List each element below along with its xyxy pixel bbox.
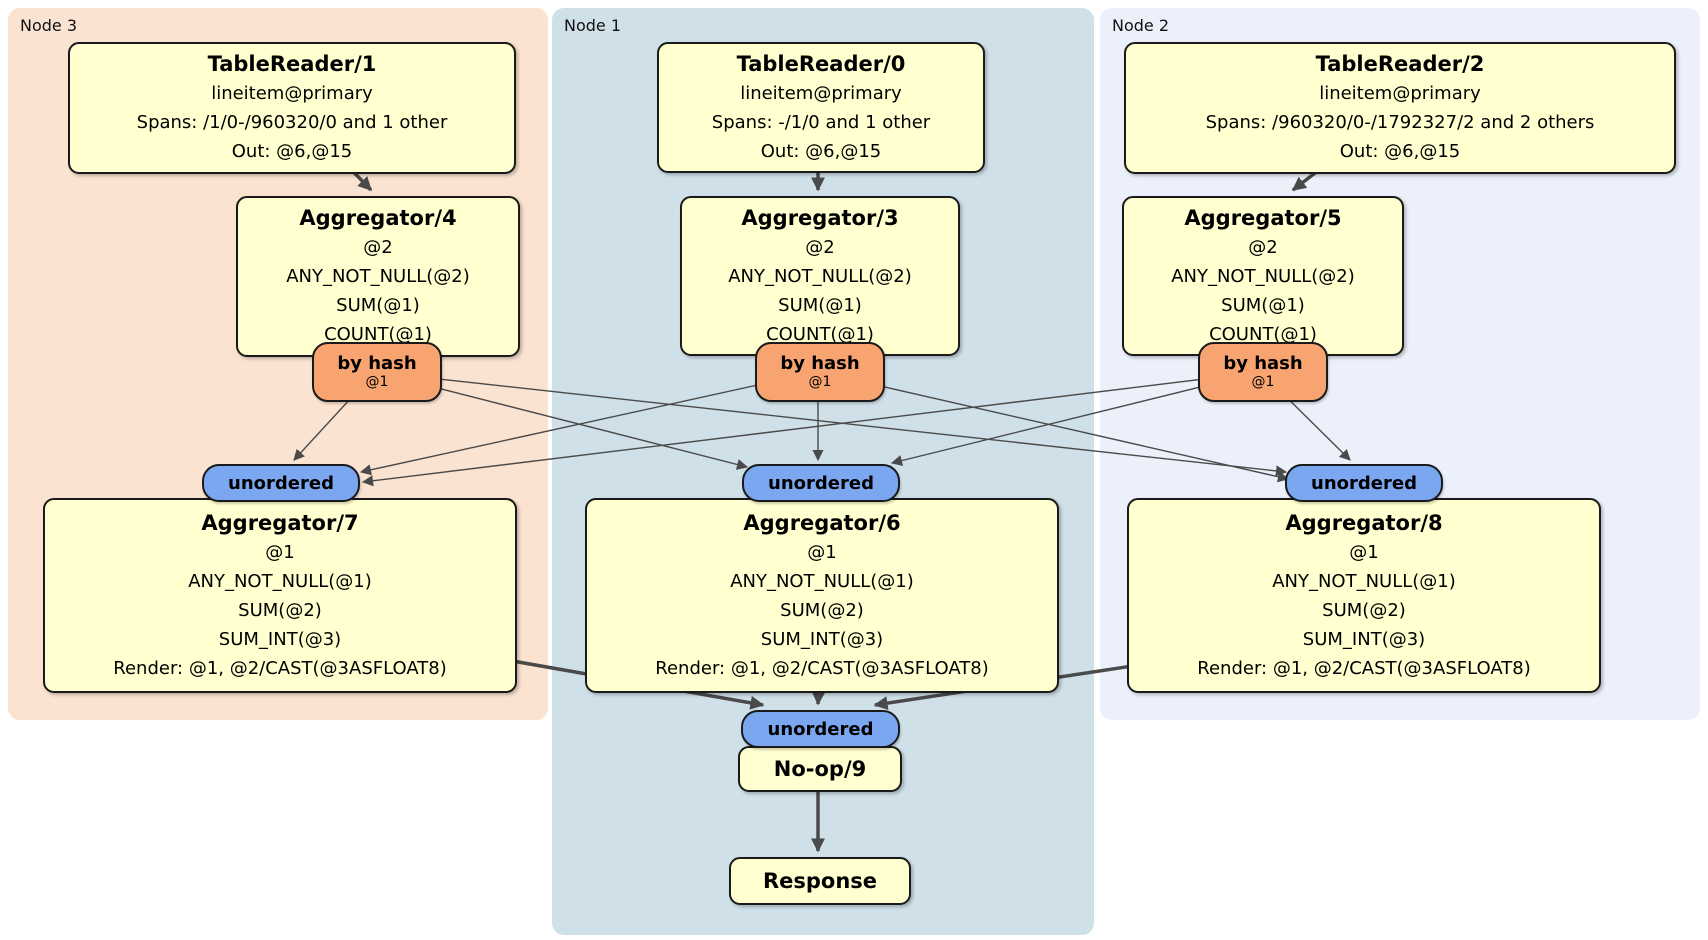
processor-aggregator-8: Aggregator/8 @1 ANY_NOT_NULL(@1) SUM(@2)…: [1127, 498, 1601, 693]
processor-detail: @1: [807, 541, 837, 563]
processor-detail: Render: @1, @2/CAST(@3ASFLOAT8): [113, 657, 447, 679]
processor-noop-9: No-op/9: [738, 746, 902, 792]
processor-detail: Spans: /960320/0-/1792327/2 and 2 others: [1205, 112, 1595, 133]
router-hash-column: @1: [365, 374, 389, 390]
processor-detail: COUNT(@1): [324, 324, 432, 345]
router-hash-column: @1: [1251, 374, 1275, 390]
processor-title: Aggregator/5: [1184, 205, 1342, 230]
processor-title: Aggregator/7: [201, 510, 359, 535]
region-label: Node 1: [564, 16, 622, 35]
processor-detail: COUNT(@1): [766, 323, 874, 345]
processor-aggregator-5: Aggregator/5 @2 ANY_NOT_NULL(@2) SUM(@1)…: [1122, 196, 1404, 356]
router-label: by hash: [337, 353, 417, 374]
processor-title: Aggregator/8: [1285, 510, 1443, 535]
processor-detail: Render: @1, @2/CAST(@3ASFLOAT8): [1197, 657, 1531, 679]
processor-detail: @2: [1248, 236, 1278, 258]
router-by-hash-node1: by hash @1: [755, 342, 885, 402]
region-label: Node 3: [20, 16, 78, 35]
processor-detail: ANY_NOT_NULL(@1): [1272, 570, 1456, 592]
processor-detail: Render: @1, @2/CAST(@3ASFLOAT8): [655, 657, 989, 679]
sync-unordered-node1: unordered: [742, 464, 900, 502]
processor-detail: ANY_NOT_NULL(@2): [286, 266, 470, 287]
processor-title: TableReader/0: [736, 51, 906, 76]
processor-detail: SUM(@2): [238, 599, 322, 621]
processor-detail: SUM(@2): [780, 599, 864, 621]
sync-unordered-node3: unordered: [202, 464, 360, 502]
sync-label: unordered: [767, 718, 874, 740]
sync-label: unordered: [768, 472, 874, 494]
processor-detail: @2: [805, 236, 835, 258]
processor-detail: Spans: /1/0-/960320/0 and 1 other: [136, 112, 448, 133]
sync-label: unordered: [1311, 472, 1417, 494]
processor-detail: lineitem@primary: [211, 83, 373, 104]
processor-detail: SUM(@2): [1322, 599, 1406, 621]
router-label: by hash: [780, 353, 860, 374]
processor-tablereader-2: TableReader/2 lineitem@primary Spans: /9…: [1124, 42, 1676, 174]
processor-title: Response: [762, 868, 878, 893]
processor-title: No-op/9: [773, 756, 867, 781]
processor-detail: ANY_NOT_NULL(@2): [728, 265, 912, 287]
router-by-hash-node2: by hash @1: [1198, 342, 1328, 402]
router-by-hash-node3: by hash @1: [312, 342, 442, 402]
processor-tablereader-0: TableReader/0 lineitem@primary Spans: -/…: [657, 42, 985, 173]
sync-label: unordered: [228, 472, 334, 494]
processor-detail: @2: [363, 237, 393, 258]
processor-detail: Out: @6,@15: [1339, 141, 1461, 162]
processor-detail: SUM(@1): [778, 294, 862, 316]
processor-detail: lineitem@primary: [1319, 83, 1481, 104]
processor-aggregator-6: Aggregator/6 @1 ANY_NOT_NULL(@1) SUM(@2)…: [585, 498, 1059, 693]
processor-detail: @1: [1349, 541, 1379, 563]
processor-title: TableReader/1: [207, 52, 377, 76]
processor-detail: Out: @6,@15: [231, 141, 353, 162]
region-label: Node 2: [1112, 16, 1170, 35]
processor-aggregator-7: Aggregator/7 @1 ANY_NOT_NULL(@1) SUM(@2)…: [43, 498, 517, 693]
processor-tablereader-1: TableReader/1 lineitem@primary Spans: /1…: [68, 42, 516, 174]
processor-aggregator-4: Aggregator/4 @2 ANY_NOT_NULL(@2) SUM(@1)…: [236, 196, 520, 357]
processor-detail: Out: @6,@15: [760, 140, 882, 162]
processor-title: TableReader/2: [1315, 52, 1485, 76]
processor-detail: ANY_NOT_NULL(@2): [1171, 265, 1355, 287]
router-hash-column: @1: [808, 374, 832, 390]
processor-aggregator-3: Aggregator/3 @2 ANY_NOT_NULL(@2) SUM(@1)…: [680, 196, 960, 356]
processor-title: Aggregator/6: [743, 510, 901, 535]
processor-detail: ANY_NOT_NULL(@1): [730, 570, 914, 592]
processor-detail: ANY_NOT_NULL(@1): [188, 570, 372, 592]
processor-title: Aggregator/3: [741, 205, 899, 230]
processor-detail: SUM_INT(@3): [218, 628, 342, 650]
sync-unordered-final: unordered: [741, 710, 900, 748]
processor-detail: lineitem@primary: [740, 82, 902, 104]
processor-detail: SUM(@1): [1221, 294, 1305, 316]
processor-detail: SUM_INT(@3): [1302, 628, 1426, 650]
processor-detail: Spans: -/1/0 and 1 other: [711, 111, 931, 133]
processor-response: Response: [729, 857, 911, 905]
router-label: by hash: [1223, 353, 1303, 374]
sync-unordered-node2: unordered: [1285, 464, 1443, 502]
processor-detail: SUM_INT(@3): [760, 628, 884, 650]
processor-detail: @1: [265, 541, 295, 563]
processor-detail: COUNT(@1): [1209, 323, 1317, 345]
processor-title: Aggregator/4: [299, 206, 457, 230]
processor-detail: SUM(@1): [336, 295, 420, 316]
